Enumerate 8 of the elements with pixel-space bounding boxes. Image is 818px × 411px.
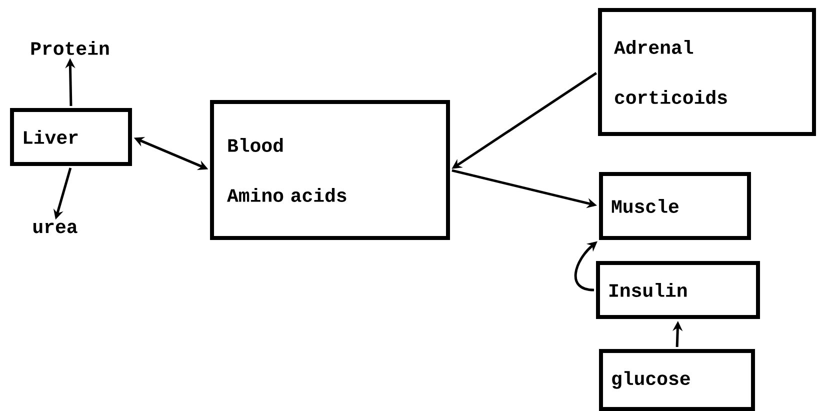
process-box: Liver (10, 108, 132, 166)
process-box: Insulin (596, 261, 760, 319)
process-box: Muscle (599, 172, 751, 240)
node-label: Protein (31, 41, 109, 55)
process-box: Adrenal corticoids (598, 8, 816, 136)
process-box: Blood Amino acids (210, 100, 450, 240)
process-box: glucose (599, 349, 755, 411)
node-label: urea (33, 222, 78, 234)
